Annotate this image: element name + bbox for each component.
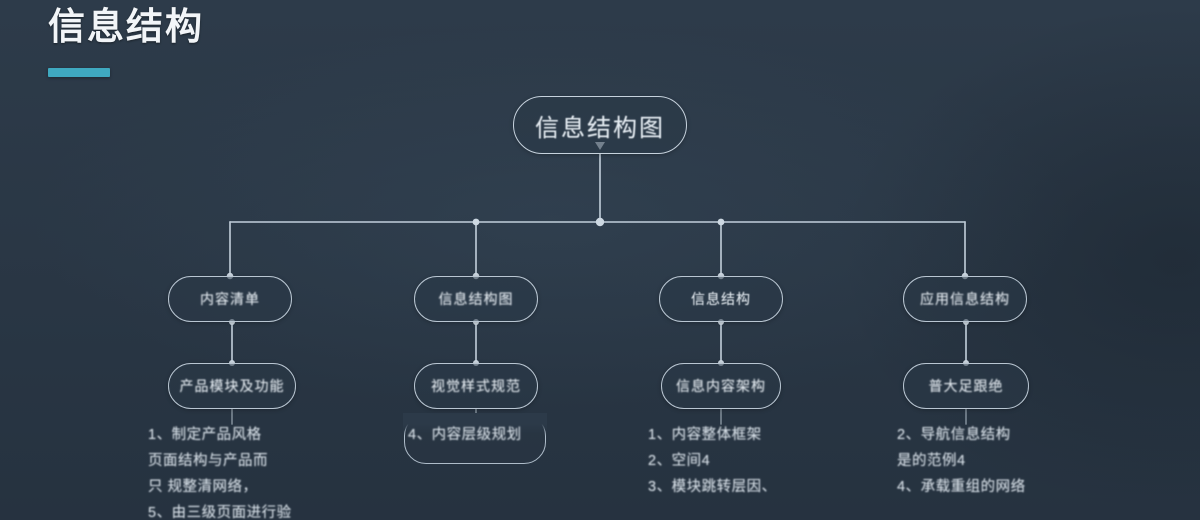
tree-node-l2-3[interactable]: 应用信息结构	[903, 276, 1027, 322]
tree-node-l3-0-label: 产品模块及功能	[179, 378, 285, 394]
junction-dot-3	[717, 218, 725, 226]
title-accent-bar	[48, 68, 110, 77]
tree-node-root[interactable]: 信息结构图	[513, 96, 687, 154]
tree-node-l2-1-label: 信息结构图	[438, 291, 514, 307]
note-outline-box-1	[403, 413, 547, 464]
note-line: 1、制定产品风格	[148, 427, 262, 443]
tree-node-l3-0[interactable]: 产品模块及功能	[168, 363, 296, 409]
note-column-2: 1、内容整体框架 2、空间4 3、模块跳转层因、	[648, 422, 828, 500]
note-column-0: 1、制定产品风格 页面结构与产品而 只 规整清网络， 5、由三级页面进行验	[148, 422, 328, 520]
note-line: 只 规整清网络，	[148, 479, 258, 495]
note-line: 2、导航信息结构	[897, 427, 1011, 443]
note-line: 是的范例4	[897, 453, 966, 469]
tree-node-l2-3-label: 应用信息结构	[920, 291, 1010, 307]
note-line: 4、内容层级规划	[408, 427, 522, 443]
note-line: 5、由三级页面进行验	[148, 505, 292, 520]
tree-node-l2-0-label: 内容清单	[200, 291, 260, 307]
tree-node-root-label: 信息结构图	[535, 114, 665, 142]
tree-node-l3-1[interactable]: 视觉样式规范	[414, 363, 538, 409]
junction-dot-root	[595, 217, 605, 227]
tree-node-l3-2[interactable]: 信息内容架构	[661, 363, 781, 409]
tree-node-l2-2-label: 信息结构	[691, 291, 751, 307]
tree-node-l2-1[interactable]: 信息结构图	[414, 276, 538, 322]
note-line: 4、承载重组的网络	[897, 479, 1026, 495]
tree-node-l3-3-label: 普大足跟绝	[928, 378, 1004, 394]
tree-node-l3-1-label: 视觉样式规范	[431, 378, 521, 394]
note-column-1: 4、内容层级规划	[408, 422, 588, 448]
note-line: 3、模块跳转层因、	[648, 479, 777, 495]
note-line: 2、空间4	[648, 453, 711, 469]
tree-node-l3-2-label: 信息内容架构	[676, 378, 766, 394]
note-line: 1、内容整体框架	[648, 427, 762, 443]
junction-dot-2	[472, 218, 480, 226]
tree-node-l2-0[interactable]: 内容清单	[168, 276, 292, 322]
note-line: 页面结构与产品而	[148, 453, 268, 469]
note-column-3: 2、导航信息结构 是的范例4 4、承载重组的网络	[897, 422, 1077, 500]
tree-node-l3-3[interactable]: 普大足跟绝	[903, 363, 1029, 409]
page-title: 信息结构	[48, 6, 204, 47]
tree-node-l2-2[interactable]: 信息结构	[659, 276, 783, 322]
